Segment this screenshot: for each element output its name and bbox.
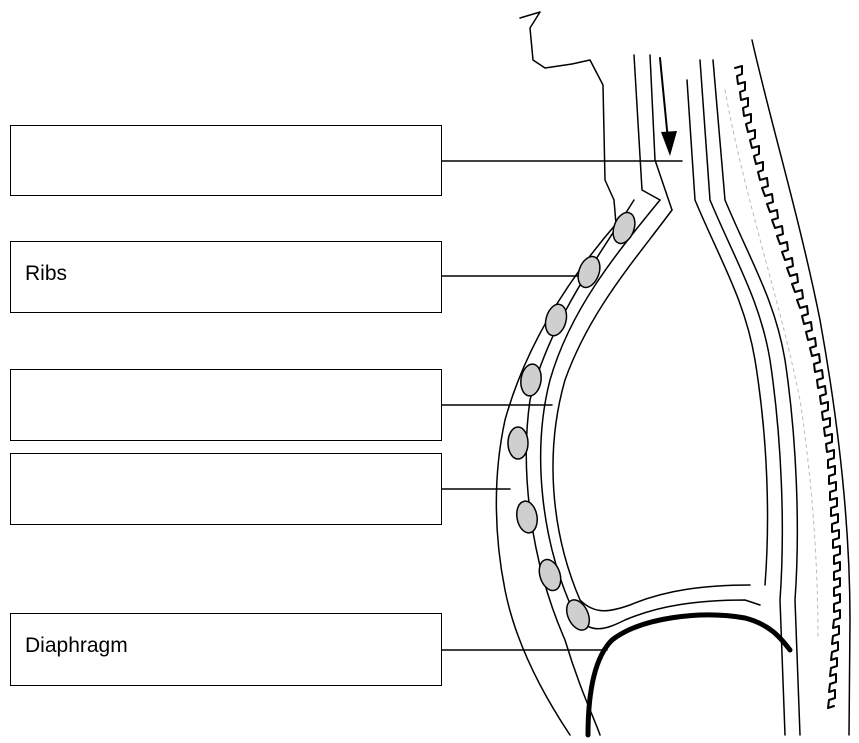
label-box-1[interactable] [10,125,442,196]
rib-3 [542,302,570,338]
rib-5 [508,427,528,459]
diaphragm [588,615,790,735]
airflow-arrow-shaft [660,58,668,140]
spine-outer-line [752,40,850,735]
label-box-diaphragm[interactable]: Diaphragm [10,613,442,686]
label-box-ribs[interactable]: Ribs [10,241,442,313]
rib-6 [514,500,539,535]
label-box-4[interactable] [10,453,442,525]
label-text-ribs: Ribs [25,262,67,286]
label-text-diaphragm: Diaphragm [25,634,128,658]
spine-texture [725,90,818,640]
rib-2 [574,254,604,291]
chin-outline [520,12,616,224]
rib-8 [562,596,594,633]
airflow-arrow-head [661,131,677,156]
pleural-outline [541,200,760,629]
label-box-3[interactable] [10,369,442,441]
back-wall-skin [713,60,800,735]
rib-1 [609,210,639,247]
trachea-wall-left [634,55,660,200]
spine-vertebrae [735,66,840,708]
